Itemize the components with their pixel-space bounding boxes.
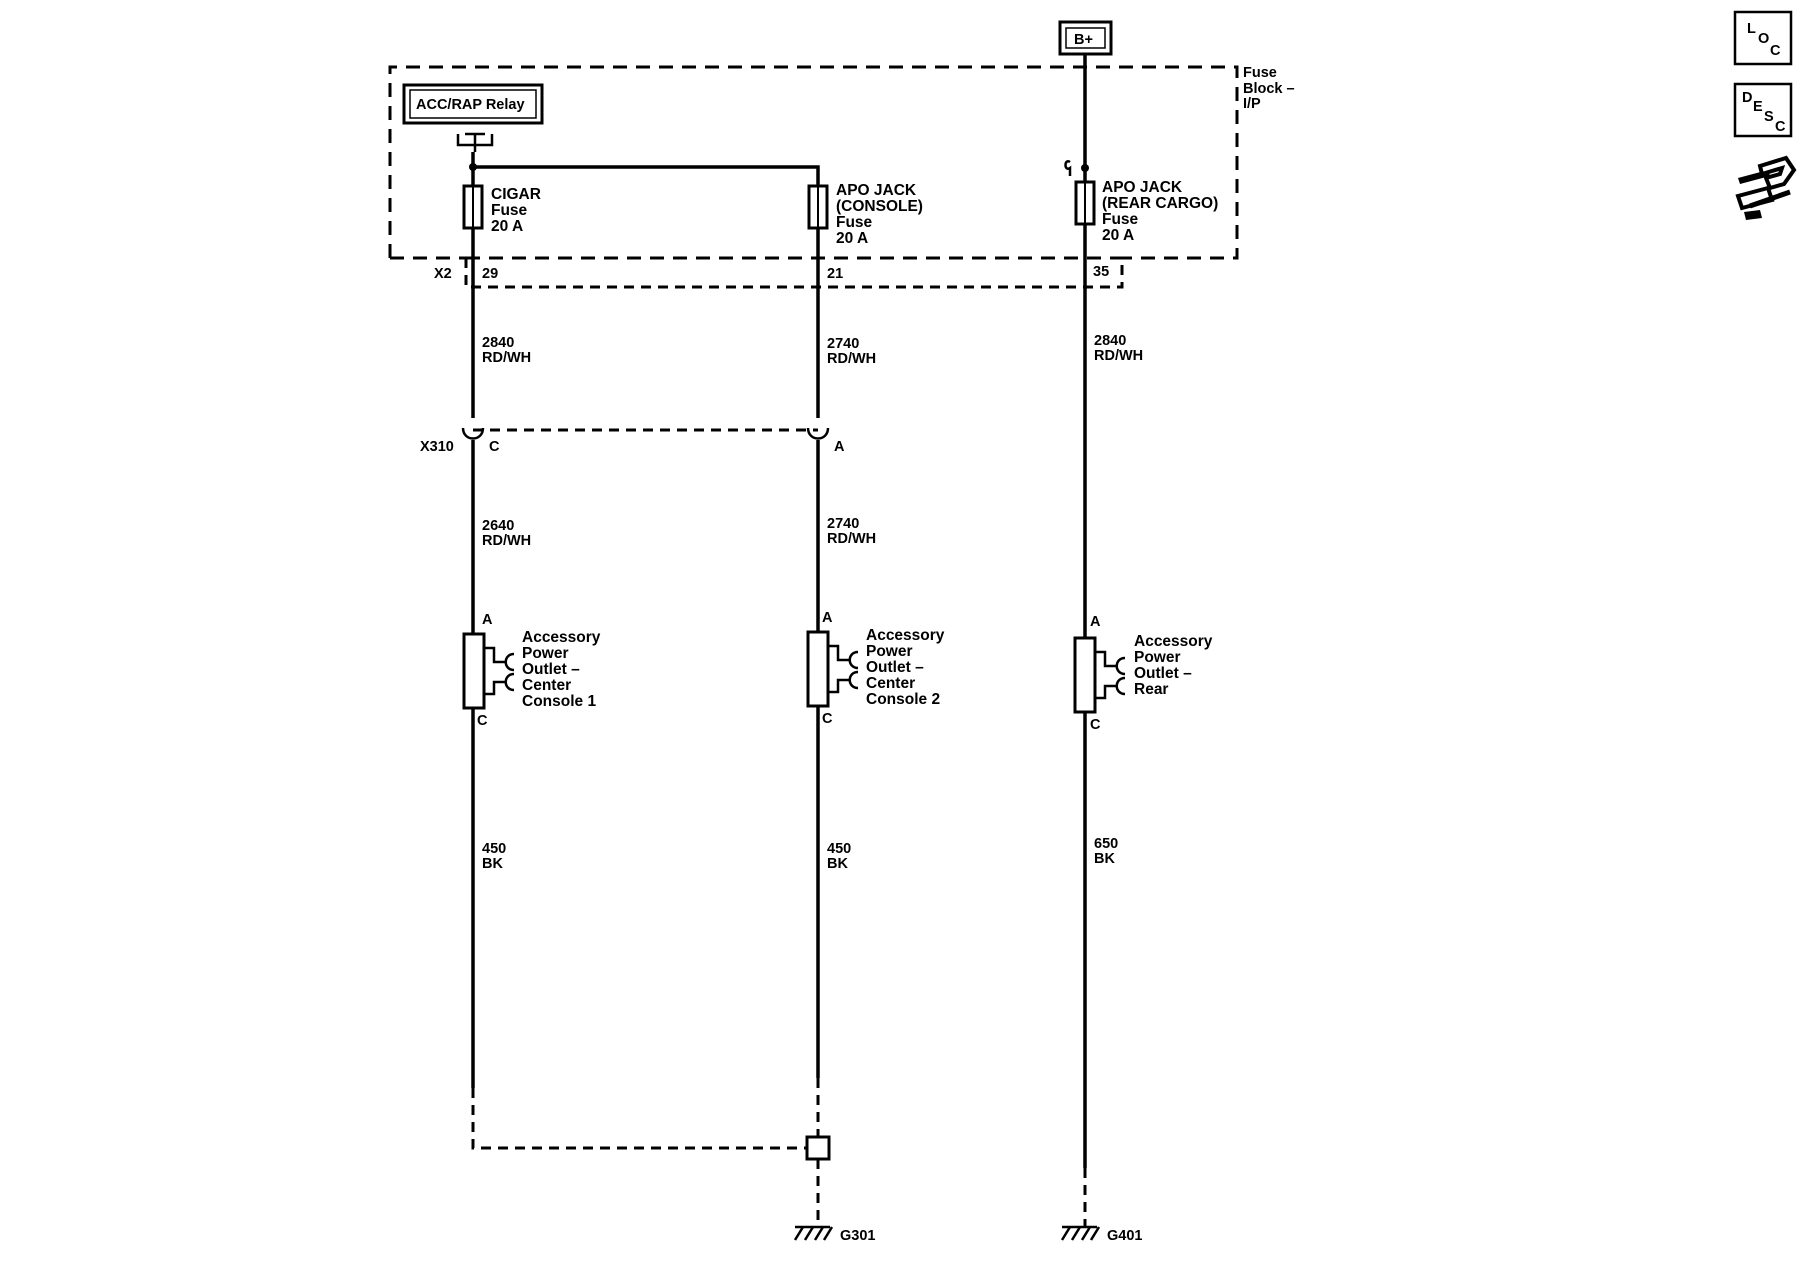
- loc-letter-2: O: [1758, 31, 1769, 47]
- outlet-center-console-1: A C Accessory Power Outlet – Center Cons…: [462, 612, 601, 729]
- outlet-rear: A C Accessory Power Outlet – Rear: [1073, 614, 1213, 733]
- fuse-rear-pin: 35: [1093, 264, 1109, 280]
- desc-letter-3: S: [1764, 109, 1774, 125]
- outlet1-line-4: Center: [522, 677, 571, 694]
- ground-dashed-join: [471, 1088, 807, 1150]
- x310-pin-a: A: [834, 439, 845, 455]
- outlet2-line-4: Center: [866, 675, 915, 692]
- outlet2-line-3: Outlet –: [866, 659, 924, 676]
- wire-col2-upper-color: RD/WH: [827, 351, 876, 367]
- ground-g301-label: G301: [840, 1228, 875, 1244]
- outlet1-line-1: Accessory: [522, 629, 601, 646]
- fuse-rear-line-4: 20 A: [1102, 227, 1134, 244]
- connector-tool-icon[interactable]: [1735, 155, 1797, 220]
- outlet1-line-5: Console 1: [522, 693, 596, 710]
- wire-col3-ground-color: BK: [1094, 851, 1115, 867]
- fuse-rear-line-3: Fuse: [1102, 211, 1139, 228]
- loc-icon[interactable]: L O C: [1733, 10, 1793, 66]
- wire-col2-mid-circuit: 2740: [827, 516, 859, 532]
- ground-g401: G401: [1060, 1225, 1142, 1244]
- wire-col3-upper-color: RD/WH: [1094, 348, 1143, 364]
- desc-letter-1: D: [1742, 90, 1752, 106]
- relay-output-bus: [471, 152, 820, 185]
- loc-letter-1: L: [1747, 21, 1756, 37]
- wire-col2-mid-color: RD/WH: [827, 531, 876, 547]
- fuse-console-line-4: 20 A: [836, 230, 868, 247]
- outlet3-line-3: Outlet –: [1134, 665, 1192, 682]
- wire-col1-mid-circuit: 2640: [482, 518, 514, 534]
- wire-col2-ground-circuit: 450: [827, 841, 851, 857]
- acc-rap-relay: ACC/RAP Relay: [402, 83, 544, 152]
- fuse-cigar-line-1: CIGAR: [491, 186, 541, 203]
- wire-col3-ground-circuit: 650: [1094, 836, 1118, 852]
- ground-splice: [805, 1135, 831, 1161]
- outlet2-pin-bottom: C: [822, 711, 833, 727]
- fuse-cigar-line-2: Fuse: [491, 202, 528, 219]
- outlet3-line-1: Accessory: [1134, 633, 1213, 650]
- fuse-console-line-1: APO JACK: [836, 182, 917, 199]
- inline-connector-x310: X310 C A: [420, 427, 845, 455]
- ground-g401-label: G401: [1107, 1228, 1142, 1244]
- outlet3-line-4: Rear: [1134, 681, 1168, 698]
- wire-col1-ground-color: BK: [482, 856, 503, 872]
- fuse-rear-line-1: APO JACK: [1102, 179, 1183, 196]
- outlet1-line-2: Power: [522, 645, 569, 662]
- loc-letter-3: C: [1770, 43, 1781, 59]
- outlet2-line-1: Accessory: [866, 627, 945, 644]
- outlet3-pin-top: A: [1090, 614, 1101, 630]
- outlet1-pin-bottom: C: [477, 713, 488, 729]
- outlet2-pin-top: A: [822, 610, 833, 626]
- outlet1-pin-top: A: [482, 612, 493, 628]
- outlet-center-console-2: A C Accessory Power Outlet – Center Cons…: [806, 610, 945, 727]
- desc-letter-4: C: [1775, 119, 1786, 135]
- outlet3-pin-bottom: C: [1090, 717, 1101, 733]
- wire-col1-mid-color: RD/WH: [482, 533, 531, 549]
- wire-col1-ground-circuit: 450: [482, 841, 506, 857]
- outlet3-line-2: Power: [1134, 649, 1181, 666]
- desc-letter-2: E: [1753, 99, 1763, 115]
- fuse-console-line-3: Fuse: [836, 214, 873, 231]
- power-source: B+: [1058, 20, 1113, 56]
- fuse-cigar: CIGAR Fuse 20 A 29: [462, 184, 541, 282]
- fuse-cigar-pin: 29: [482, 266, 498, 282]
- desc-icon[interactable]: D E S C: [1733, 82, 1793, 138]
- wire-col3-upper-circuit: 2840: [1094, 333, 1126, 349]
- power-source-label: B+: [1074, 32, 1093, 48]
- outlet1-line-3: Outlet –: [522, 661, 580, 678]
- fuse-console-line-2: (CONSOLE): [836, 198, 923, 215]
- fuse-block-label-3: I/P: [1243, 96, 1261, 112]
- x310-pin-c: C: [489, 439, 500, 455]
- fuse-block: Fuse Block – I/P X2: [388, 65, 1295, 289]
- wire-col2-upper-circuit: 2740: [827, 336, 859, 352]
- wire-col2-ground-color: BK: [827, 856, 848, 872]
- rear-fuse-tap: [1064, 160, 1072, 176]
- outlet2-line-5: Console 2: [866, 691, 940, 708]
- fuse-block-label-1: Fuse: [1243, 65, 1277, 81]
- x310-name: X310: [420, 439, 454, 455]
- fuse-rear-line-2: (REAR CARGO): [1102, 195, 1218, 212]
- fuse-block-label-2: Block –: [1243, 81, 1295, 97]
- outlet2-line-2: Power: [866, 643, 913, 660]
- wire-col1-upper-color: RD/WH: [482, 350, 531, 366]
- wire-col1-upper-circuit: 2840: [482, 335, 514, 351]
- fuse-apo-rear-cargo: APO JACK (REAR CARGO) Fuse 20 A 35: [1074, 179, 1218, 280]
- relay-label: ACC/RAP Relay: [416, 97, 525, 113]
- ground-g301: G301: [793, 1225, 875, 1244]
- fuse-cigar-line-3: 20 A: [491, 218, 523, 235]
- fuse-block-connector: X2: [434, 266, 452, 282]
- fuse-apo-console: APO JACK (CONSOLE) Fuse 20 A 21: [807, 182, 923, 282]
- fuse-console-pin: 21: [827, 266, 843, 282]
